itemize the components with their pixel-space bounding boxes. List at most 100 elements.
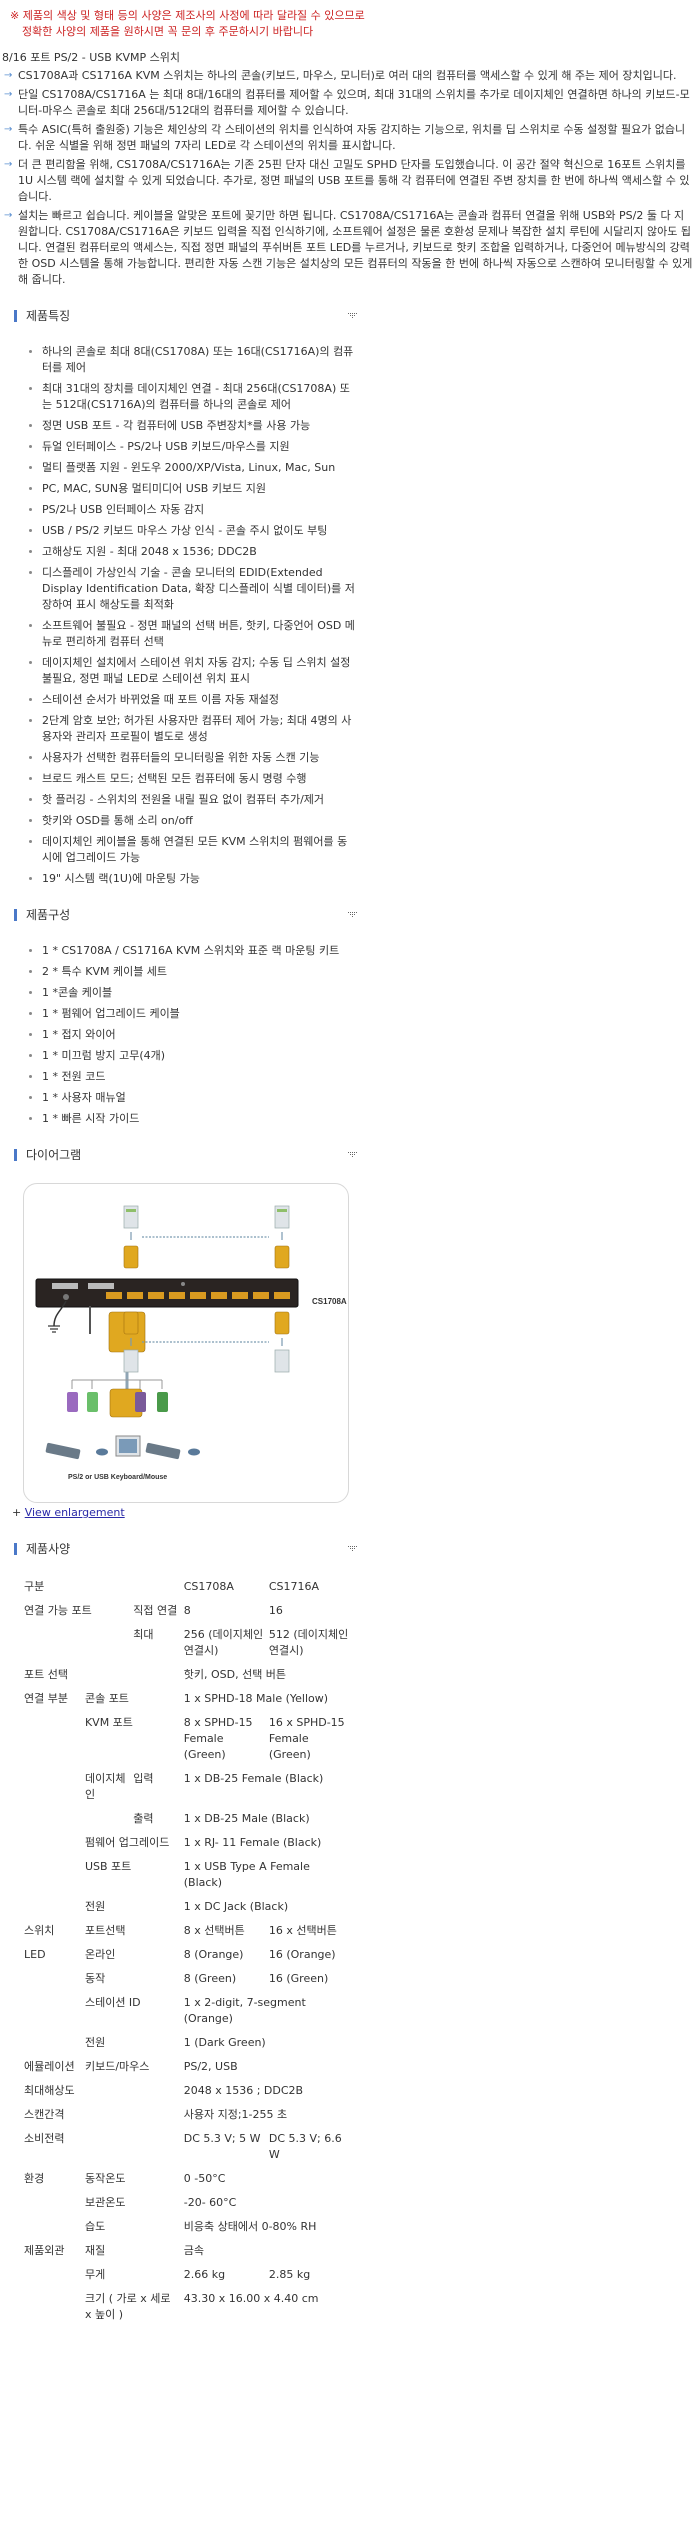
spec-cell-c3: 직접 연결	[133, 1604, 178, 1617]
spec-cell-c3: 최대	[133, 1628, 154, 1641]
spec-cell-c4: 8 x SPHD-15 Female (Green)	[183, 1716, 253, 1761]
package-item: 1 * CS1708A / CS1716A KVM 스위치와 표준 랙 마운팅 …	[26, 943, 356, 959]
spec-cell-c5: 16 (Green)	[268, 1972, 329, 1985]
feature-item: 스테이션 순서가 바뀌었을 때 포트 이름 자동 재설정	[26, 692, 356, 708]
intro-item: →특수 ASIC(특허 출원중) 기능은 체인상의 각 스테이션의 위치를 인식…	[4, 123, 686, 152]
spec-cell-c2: 콘솔 포트	[84, 1692, 129, 1705]
feature-item: USB / PS/2 키보드 마우스 가상 인식 - 콘솔 주시 없이도 부팅	[26, 523, 356, 539]
spec-cell-c4: 256 (데이지체인 연결시)	[183, 1628, 264, 1657]
spec-row: 동작 8 (Green) 16 (Green)	[22, 1967, 352, 1991]
features-list: 하나의 콘솔로 최대 8대(CS1708A) 또는 16대(CS1716A)의 …	[0, 344, 370, 887]
section-header-package[interactable]: 제품구성	[0, 905, 370, 925]
spec-cell-c45: 비응축 상태에서 0-80% RH	[183, 2220, 317, 2233]
spec-cell-c2: 키보드/마우스	[84, 2060, 150, 2073]
section-bar-icon	[14, 310, 17, 322]
spec-cell-c45: 금속	[183, 2244, 204, 2257]
collapse-toggle-icon[interactable]	[348, 1546, 358, 1552]
spec-cell-c4: CS1708A	[183, 1580, 234, 1593]
plus-icon: +	[12, 1506, 22, 1519]
spec-cell-c5: 16 x 선택버튼	[268, 1924, 337, 1937]
diagram-image[interactable]: CS1708A	[23, 1183, 349, 1503]
view-enlargement: + View enlargement	[12, 1505, 370, 1521]
spec-cell-c1	[22, 1767, 83, 1807]
spec-cell-c5: 16 x SPHD-15 Female (Green)	[268, 1716, 345, 1761]
package-item: 1 * 접지 와이어	[26, 1027, 356, 1043]
package-item: 1 * 펌웨어 업그레이드 케이블	[26, 1006, 356, 1022]
spec-cell-c45: 1 x RJ- 11 Female (Black)	[183, 1836, 322, 1849]
intro-item: →단일 CS1708A/CS1716A 는 최대 8대/16대의 컴퓨터를 제어…	[4, 88, 690, 117]
section-header-specs[interactable]: 제품사양	[0, 1539, 370, 1559]
spec-cell-c1: 포트 선택	[24, 1668, 68, 1681]
spec-cell-c45: 1 (Dark Green)	[183, 2036, 266, 2049]
collapse-toggle-icon[interactable]	[348, 1152, 358, 1158]
spec-cell-c45: 2048 x 1536 ; DDC2B	[183, 2084, 304, 2097]
spec-cell-c2: 보관온도	[84, 2196, 126, 2209]
spec-cell-c2: 전원	[84, 2036, 106, 2049]
spec-cell-c1: 구분	[24, 1580, 45, 1593]
feature-item: 고해상도 지원 - 최대 2048 x 1536; DDC2B	[26, 544, 356, 560]
spec-cell-c4: 8 (Green)	[183, 1972, 237, 1985]
section-header-features[interactable]: 제품특징	[0, 306, 370, 326]
spec-cell-c1	[22, 1807, 131, 1831]
spec-cell-c1: 제품외관	[24, 2244, 65, 2257]
spec-cell-c5: DC 5.3 V; 6.6 W	[268, 2132, 342, 2161]
view-enlargement-link[interactable]: View enlargement	[24, 1506, 125, 1519]
package-item: 1 *콘솔 케이블	[26, 985, 356, 1001]
feature-item: 19" 시스템 랙(1U)에 마운팅 가능	[26, 871, 356, 887]
spec-cell-c45: PS/2, USB	[183, 2060, 238, 2073]
feature-item: 핫 플러깅 - 스위치의 전원을 내릴 필요 없이 컴퓨터 추가/제거	[26, 792, 356, 808]
feature-item: 듀얼 인터페이스 - PS/2나 USB 키보드/마우스를 지원	[26, 439, 356, 455]
spec-row: 전원 1 (Dark Green)	[22, 2031, 352, 2055]
spec-row: LED 온라인 8 (Orange) 16 (Orange)	[22, 1943, 352, 1967]
section-header-diagram[interactable]: 다이어그램	[0, 1145, 370, 1165]
package-item: 1 * 전원 코드	[26, 1069, 356, 1085]
product-title: 8/16 포트 PS/2 - USB KVMP 스위치	[2, 51, 181, 64]
spec-cell-c2: 동작온도	[84, 2172, 126, 2185]
spec-cell-c5: 16 (Orange)	[268, 1948, 336, 1961]
spec-cell-c45: 0 -50°C	[183, 2172, 226, 2185]
package-item: 1 * 사용자 매뉴얼	[26, 1090, 356, 1106]
spec-cell-c1: 소비전력	[24, 2132, 65, 2145]
spec-cell-c2: 동작	[84, 1972, 106, 1985]
spec-cell-c45: -20- 60°C	[183, 2196, 237, 2209]
spec-cell-c1: 에뮬레이션	[24, 2060, 75, 2073]
package-item: 1 * 빠른 시작 가이드	[26, 1111, 356, 1127]
kvm-connection-diagram: CS1708A	[35, 1205, 347, 1481]
collapse-toggle-icon[interactable]	[348, 313, 358, 319]
feature-item: PS/2나 USB 인터페이스 자동 감지	[26, 502, 356, 518]
package-item: 1 * 미끄럼 방지 고무(4개)	[26, 1048, 356, 1064]
collapse-toggle-icon[interactable]	[348, 912, 358, 918]
spec-cell-c45: 1 x USB Type A Female (Black)	[183, 1860, 310, 1889]
notice-line-1: ※ 제품의 색상 및 형태 등의 사양은 제조사의 사정에 따라 달라질 수 있…	[10, 9, 365, 22]
section-package: 제품구성 1 * CS1708A / CS1716A KVM 스위치와 표준 랙…	[0, 905, 370, 1127]
spec-cell-c2: 온라인	[84, 1948, 116, 1961]
feature-item: 디스플레이 가상인식 기술 - 콘솔 모니터의 EDID(Extended Di…	[26, 565, 356, 613]
section-diagram: 다이어그램	[0, 1145, 370, 1521]
spec-cell-c4: 8 x 선택버튼	[183, 1924, 245, 1937]
spec-cell-c3: 입력	[133, 1772, 154, 1785]
spec-cell-c1	[22, 1855, 83, 1895]
spec-cell-c2: 데이지체인	[84, 1772, 126, 1801]
spec-cell-c5: CS1716A	[268, 1580, 320, 1593]
spec-cell-c1	[22, 1895, 83, 1919]
spec-cell-c4: 8 (Orange)	[183, 1948, 244, 1961]
feature-item: 핫키와 OSD를 통해 소리 on/off	[26, 813, 356, 829]
spec-cell-c1: LED	[24, 1948, 46, 1961]
notice: ※ 제품의 색상 및 형태 등의 사양은 제조사의 사정에 따라 달라질 수 있…	[0, 0, 700, 40]
spec-cell-c2: USB 포트	[84, 1860, 132, 1873]
spec-cell-c1	[22, 2287, 83, 2327]
